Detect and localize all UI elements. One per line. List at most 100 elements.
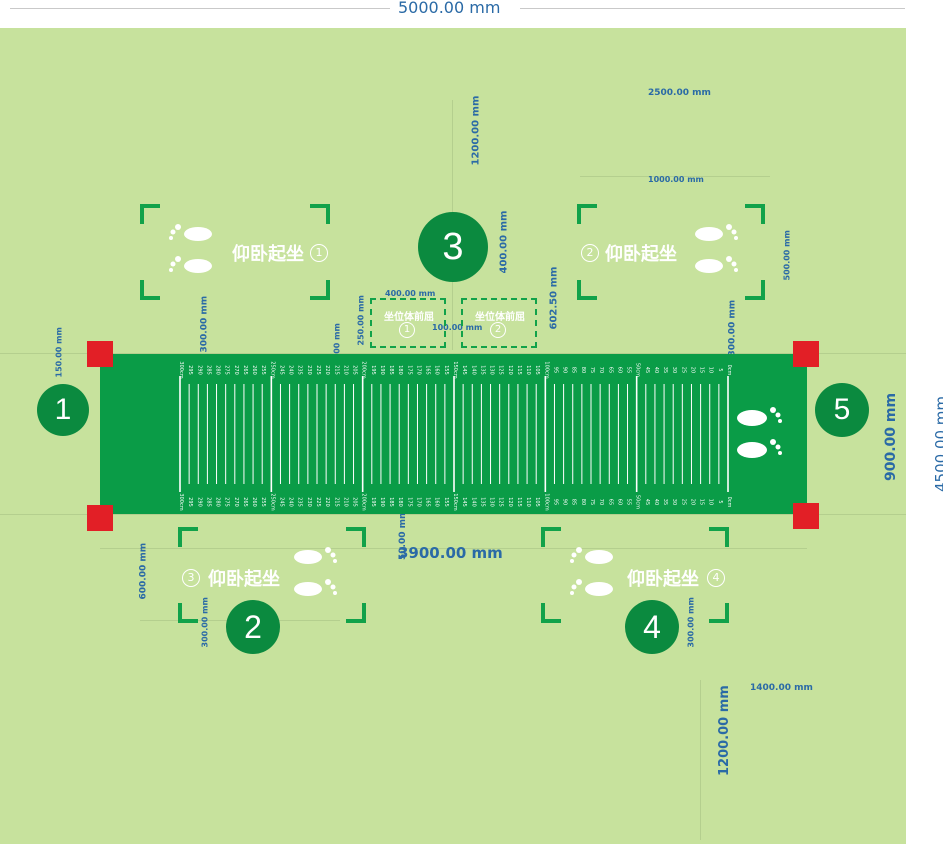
station-label: 仰卧起坐 — [605, 244, 677, 265]
bracket-corner — [178, 527, 198, 547]
ruler-label-bottom: 115 — [516, 497, 522, 507]
ruler-label-bottom: 170 — [415, 497, 421, 507]
ruler-label-top: 265 — [242, 365, 248, 375]
bracket-corner — [140, 204, 160, 224]
situp-station-1: 仰卧起坐 1 — [140, 204, 330, 300]
ruler-label-bottom: 50cm — [635, 495, 641, 509]
ruler-label-top: 25 — [680, 367, 686, 373]
ruler-label-bottom: 75 — [589, 499, 595, 505]
footprint-icon — [695, 224, 738, 273]
ruler-label-top: 85 — [571, 367, 577, 373]
ruler-label-bottom: 40 — [653, 499, 659, 505]
dimension-500: 500.00 mm — [782, 230, 792, 281]
bracket-corner — [346, 527, 366, 547]
ruler-label-top: 245 — [278, 365, 284, 375]
ruler-label-top: 0cm — [726, 365, 732, 376]
sit-reach-box-2: 坐位体前屈 2 — [461, 298, 537, 348]
ruler-label-top: 75 — [589, 367, 595, 373]
ruler-label-top: 70 — [598, 367, 604, 373]
dimension-1200-top: 1200.00 mm — [470, 95, 482, 166]
ruler-label-bottom: 0cm — [726, 497, 732, 508]
ruler-label-top: 30 — [671, 367, 677, 373]
ruler-label-top: 100cm — [543, 361, 549, 378]
bracket-corner — [709, 603, 729, 623]
ruler-label-top: 255 — [260, 365, 266, 375]
ruler-label-bottom: 265 — [242, 497, 248, 507]
ruler-label-top: 195 — [370, 365, 376, 375]
ruler-label-top: 145 — [461, 365, 467, 375]
ruler-label-top: 120 — [507, 365, 513, 375]
dimension-400-box: 400.00 mm — [385, 289, 436, 298]
ruler-label-bottom: 85 — [571, 499, 577, 505]
dimension-100: 100.00 mm — [432, 323, 483, 332]
ruler-label-top: 55 — [626, 367, 632, 373]
ruler-label-top: 290 — [196, 365, 202, 375]
ruler-label-top: 190 — [379, 365, 385, 375]
guide-line — [580, 176, 770, 177]
dimension-300-c: 300.00 mm — [727, 299, 738, 357]
ruler-label-top: 80 — [580, 367, 586, 373]
ruler-label-top: 205 — [352, 365, 358, 375]
dimension-1200-bottom: 1200.00 mm — [717, 685, 732, 776]
ruler-label-top: 280 — [215, 365, 221, 375]
ruler-label-bottom: 135 — [479, 497, 485, 507]
ruler-label-bottom: 255 — [260, 497, 266, 507]
circle-marker-3: 3 — [418, 212, 488, 282]
ruler-scale: 300cm300cm295295290290285285280280275275… — [178, 361, 732, 510]
ruler-label-top: 115 — [516, 365, 522, 375]
sit-reach-number: 2 — [490, 322, 506, 338]
ruler-label-bottom: 190 — [379, 497, 385, 507]
station-label: 仰卧起坐 — [232, 244, 304, 265]
ruler-label-bottom: 180 — [397, 497, 403, 507]
corner-marker-top-right — [793, 341, 819, 367]
corner-marker-bottom-left — [87, 505, 113, 531]
bracket-corner — [745, 280, 765, 300]
ruler-label-bottom: 280 — [215, 497, 221, 507]
dimension-300-a: 300.00 mm — [199, 295, 210, 353]
ruler-label-bottom: 15 — [699, 499, 705, 505]
ruler-label-bottom: 210 — [342, 497, 348, 507]
guide-line — [0, 514, 906, 515]
station-label: 仰卧起坐 — [208, 569, 280, 590]
ruler-label-bottom: 215 — [333, 497, 339, 507]
ruler-label-top: 200cm — [361, 361, 367, 378]
ruler-label-bottom: 260 — [251, 497, 257, 507]
ruler-label-bottom: 35 — [662, 499, 668, 505]
ruler-label-bottom: 130 — [489, 497, 495, 507]
ruler-label-bottom: 275 — [224, 497, 230, 507]
corner-marker-top-left — [87, 341, 113, 367]
ruler-label-top: 45 — [644, 367, 650, 373]
ruler-label-bottom: 300cm — [178, 493, 184, 510]
guide-line — [0, 353, 906, 354]
ruler-label-top: 5 — [717, 368, 723, 371]
ruler-label-top: 155 — [443, 365, 449, 375]
footprint-icon-lane — [737, 407, 782, 458]
circle-marker-2: 2 — [226, 600, 280, 654]
dimension-150: 150.00 mm — [54, 327, 64, 378]
ruler-label-bottom: 200cm — [361, 493, 367, 510]
ruler-label-bottom: 25 — [680, 499, 686, 505]
sit-reach-label: 坐位体前屈 — [384, 312, 434, 323]
ruler-label-top: 140 — [470, 365, 476, 375]
guide-line — [700, 680, 701, 840]
dimension-602: 602.50 mm — [548, 266, 560, 330]
ruler-label-bottom: 240 — [288, 497, 294, 507]
sit-reach-box-1: 坐位体前屈 1 — [370, 298, 446, 348]
dimension-1000: 1000.00 mm — [648, 175, 704, 184]
ruler-label-top: 240 — [288, 365, 294, 375]
ruler-label-bottom: 250cm — [269, 493, 275, 510]
circle-marker-1: 1 — [37, 384, 89, 436]
ruler-label-bottom: 270 — [233, 497, 239, 507]
footprint-icon — [570, 547, 613, 596]
situp-station-3: 3 仰卧起坐 — [178, 527, 366, 623]
ruler-label-bottom: 60 — [616, 499, 622, 505]
station-label: 仰卧起坐 — [627, 569, 699, 590]
ruler-label-bottom: 5 — [717, 500, 723, 503]
ruler-label-bottom: 20 — [689, 499, 695, 505]
ruler-label-top: 90 — [562, 367, 568, 373]
ruler-label-bottom: 30 — [671, 499, 677, 505]
ruler-label-bottom: 55 — [626, 499, 632, 505]
ruler-label-top: 15 — [699, 367, 705, 373]
ruler-label-bottom: 100cm — [543, 493, 549, 510]
ruler-label-top: 275 — [224, 365, 230, 375]
